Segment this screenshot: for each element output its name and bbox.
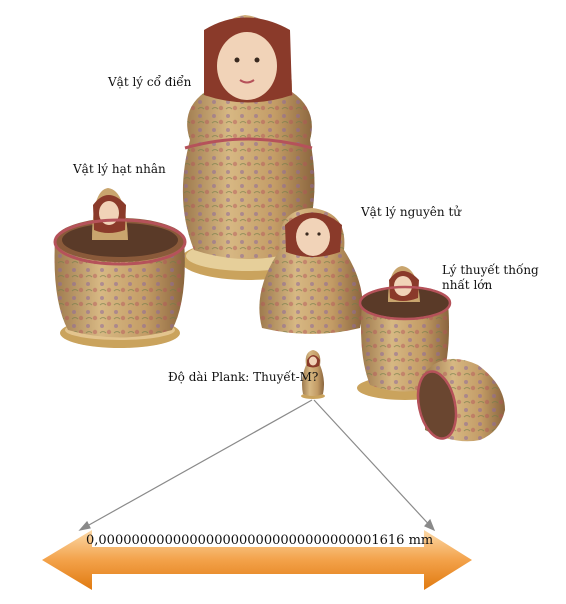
label-atomic-physics: Vật lý nguyên tử: [361, 205, 462, 219]
doll-nuclear: [53, 188, 187, 348]
doll-planck: [301, 350, 325, 399]
scale-arrow: [42, 530, 472, 590]
doll-classical: [180, 15, 316, 280]
scale-value: 0,0000000000000000000000000000000001616 …: [86, 533, 434, 548]
label-classical-physics: Vật lý cổ điển: [108, 75, 192, 89]
doll-top-half: [416, 358, 505, 442]
label-grand-unified-theory: Lý thuyết thống nhất lớn: [442, 263, 539, 292]
pointer-lines: [78, 399, 436, 532]
doll-atomic: [259, 208, 363, 334]
doll-gut: [357, 266, 453, 400]
label-nuclear-physics: Vật lý hạt nhân: [73, 162, 166, 176]
label-planck-length: Độ dài Plank: Thuyết-M?: [168, 370, 319, 384]
